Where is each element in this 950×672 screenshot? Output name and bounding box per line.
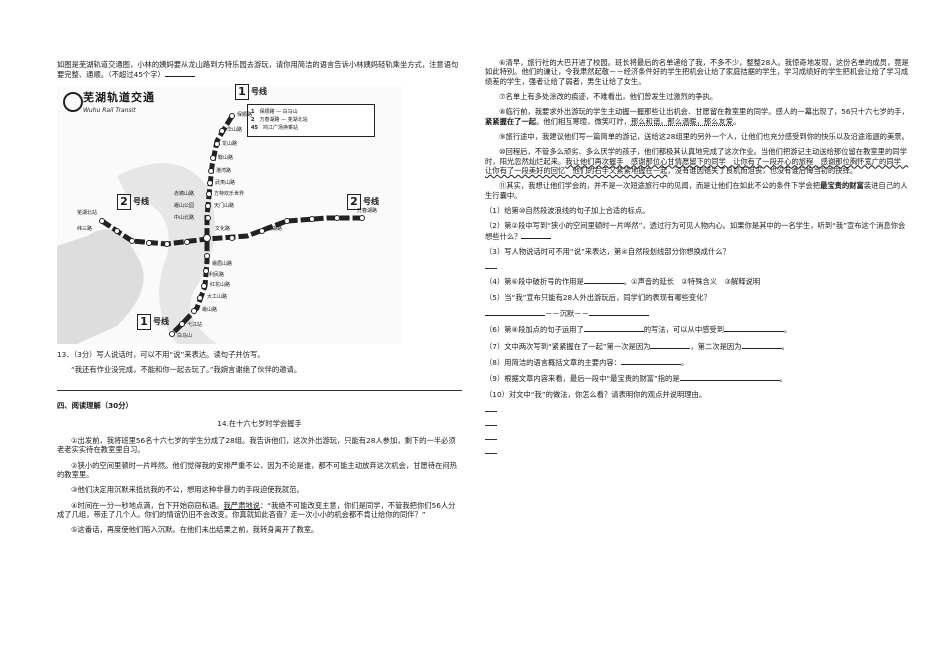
station-label: 纬三路 — [77, 225, 93, 232]
station-label: 银湖路 — [267, 225, 283, 232]
dotted-phrase: 那么和谐，那么温暖，那么友爱 — [630, 116, 734, 126]
answer-blank[interactable] — [583, 324, 644, 333]
station-label: 红花山路 — [210, 281, 231, 288]
station-label: 峨眉山路 — [212, 260, 233, 267]
bold-phrase: 最宝贵的财富 — [820, 181, 864, 191]
station-label: 方特欢乐世界 — [214, 190, 245, 197]
answer-lines[interactable] — [485, 405, 910, 461]
question-8: （8）用简洁的语言概括文章的主要内容：。 — [485, 357, 689, 367]
station-label: 赤铸山路 — [174, 190, 195, 197]
map-legend: 1 保顺路 — 白马山 2 万春湖路 — 芜湖北站 45 鸠江广场换乘站 — [247, 103, 375, 137]
wuhu-rail-logo — [63, 91, 83, 112]
station-label: 峨山路 — [202, 306, 218, 313]
station-label: 保顺路 — [237, 111, 253, 118]
transit-map-svg — [57, 112, 365, 344]
station-label: 万春湖路 — [357, 207, 378, 214]
underlined-phrase: 我严肃地说 — [223, 500, 260, 510]
station-label: 弋江站 — [187, 321, 203, 328]
question-9: （9）根据文章内容来看，最后一段中“最宝贵的财富”指的是。 — [485, 373, 787, 384]
q12-intro: 如图是芜湖轨道交通图，小林的姨妈要从龙山路到方特乐园去游玩，请你用简洁的语言告诉… — [57, 60, 459, 80]
station-label: 武夷山路 — [215, 179, 236, 186]
answer-blank[interactable] — [485, 308, 545, 316]
paragraph-3: ③他们决定用沉默来抵抗我的不公，想用这种非暴力的手段迫使我就范。 — [71, 485, 304, 495]
answer-blank[interactable] — [621, 357, 681, 365]
wavy-sentence: 我让他们再次握手 感谢那位心甘情愿留下的同学 让你有了一段开心的旅程 感谢那位胸… — [485, 156, 909, 175]
answer-blank[interactable] — [741, 341, 782, 349]
question-4: （4）第⑥段中破折号的作用是。①声音的延长 ②特殊含义 ③解释说明 — [485, 276, 761, 287]
paragraph-4: ④时间在一分一秒地点滴，台下开始窃窃私语。我严肃地说：“我绝不可能改变主意，你们… — [57, 500, 456, 519]
legend-transfer: 45 鸠江广场换乘站 — [251, 125, 298, 132]
paragraph-10: ⑩回程后，不管多么顽劣、多么厌学的孩子，他们都极其认真地完成了这次作业。当他们把… — [485, 147, 909, 175]
article-title: 14.在十六七岁时学会握手 — [217, 418, 302, 428]
question-2: （2）第②段中写到“狭小的空间里顿时一片哗然”，透过行为可见人物内心。如果你是其… — [485, 221, 906, 241]
question-1: （1）给第⑩自然段波浪线的句子加上合适的标点。 — [485, 205, 650, 215]
right-column: ⑥清早，旅行社的大巴开进了校园。班长将最后的名单递给了我，不多不少，整整28人。… — [485, 58, 910, 461]
paragraph-2: ②狭小的空间里顿时一片哗然。他们觉得我的安排严重不公，因为不论是谁，都不可能主动… — [57, 460, 457, 479]
station-label: 鞍山路 — [218, 154, 234, 161]
station-label: 龙山路 — [222, 140, 238, 147]
paragraph-7: ⑦名单上有多处涂改的痕迹，不难看出，他们曾发生过激烈的争执。 — [499, 91, 718, 101]
question-7: （7）文中两次写到“紧紧握在了一起”第一次是因为，第二次是因为。 — [485, 341, 789, 351]
legend-line2: 2 万春湖路 — 芜湖北站 — [251, 117, 308, 124]
paragraph-8: ⑧临行前，我要求外出游玩的学生主动握一握那些让出机会、甘愿留在教室里的同学。感人… — [485, 107, 909, 126]
paragraph-9: ⑨旅行途中，我建议他们写一篇简单的游记，送给这28组里的另外一个人，让他们也充分… — [499, 131, 909, 141]
section-four-title: 四、阅读理解（30分） — [57, 401, 133, 411]
paragraph-11: ⑪其实，我想让他们学会的，并不是一次短途旅行中的见闻，而是让他们在如此不公的条件… — [485, 181, 908, 200]
question-6: （6）第⑧段加点的句子运用了的写法，可以从中感受到。 — [485, 324, 792, 335]
map-subtitle: Wuhu Rail Transit — [83, 106, 136, 114]
station-label: 港湾路 — [216, 167, 232, 174]
question-10: （10）对文中“我”的做法，你怎么看？请表明你的观点并说明理由。 — [485, 389, 707, 399]
legend-line1: 1 保顺路 — 白马山 — [251, 108, 298, 115]
paragraph-6: ⑥清早，旅行社的大巴开进了校园。班长将最后的名单递给了我，不多不少，整整28人。… — [485, 58, 909, 86]
question-5: （5）当“我”宣布只能有28人外出游玩后，同学们的表现有哪些变化？ — [485, 292, 711, 302]
station-label: 白马山 — [177, 332, 193, 339]
answer-lines[interactable] — [485, 262, 910, 276]
station-label: 利民路 — [209, 271, 225, 278]
answer-blank[interactable] — [521, 231, 552, 239]
answer-blank[interactable] — [724, 324, 785, 333]
answer-blank[interactable] — [588, 308, 649, 316]
answer-line[interactable] — [57, 390, 462, 392]
station-label: 文化路 — [215, 225, 231, 232]
answer-blank[interactable] — [164, 69, 195, 78]
answer-blank[interactable] — [679, 373, 780, 382]
station-label: 大工山路 — [207, 293, 228, 300]
bold-phrase: 紧紧握在了一起 — [485, 116, 537, 126]
q13: 13．（3分）写人说话时，可以不用“说”来表达。读句子并仿写。 — [57, 349, 265, 359]
station-label: 天门山路 — [214, 202, 235, 209]
station-label: 芜湖北站 — [77, 209, 98, 216]
map-title: 芜湖轨道交通 — [83, 90, 155, 104]
left-column: 如图是芜湖轨道交通图，小林的姨妈要从龙山路到方特乐园去游玩，请你用简洁的语言告诉… — [57, 60, 462, 541]
answer-blank[interactable] — [650, 341, 691, 349]
question-5-chain: －－沉默－－ — [485, 308, 910, 318]
paragraph-5: ⑤这番话，再度使他们陷入沉默。在他们未出结果之前，我转身离开了教室。 — [71, 525, 319, 535]
question-3: （3）写人物说话时可不用“说”来表达，第④自然段划线部分你想换成什么？ — [485, 246, 730, 256]
q13-example: “我还有作业没完成，不能和你一起去玩了。”我婉言谢绝了伙伴的邀请。 — [71, 364, 302, 374]
station-label: 峨山公园 — [174, 202, 195, 209]
station-label: 中山北路 — [174, 214, 195, 221]
station-label: 华山路 — [227, 126, 243, 133]
answer-blank[interactable] — [583, 276, 624, 285]
paragraph-1: ①出发前，我将班里56名十六七岁的学生分成了28组。我告诉他们，这次外出游玩，只… — [57, 435, 456, 455]
